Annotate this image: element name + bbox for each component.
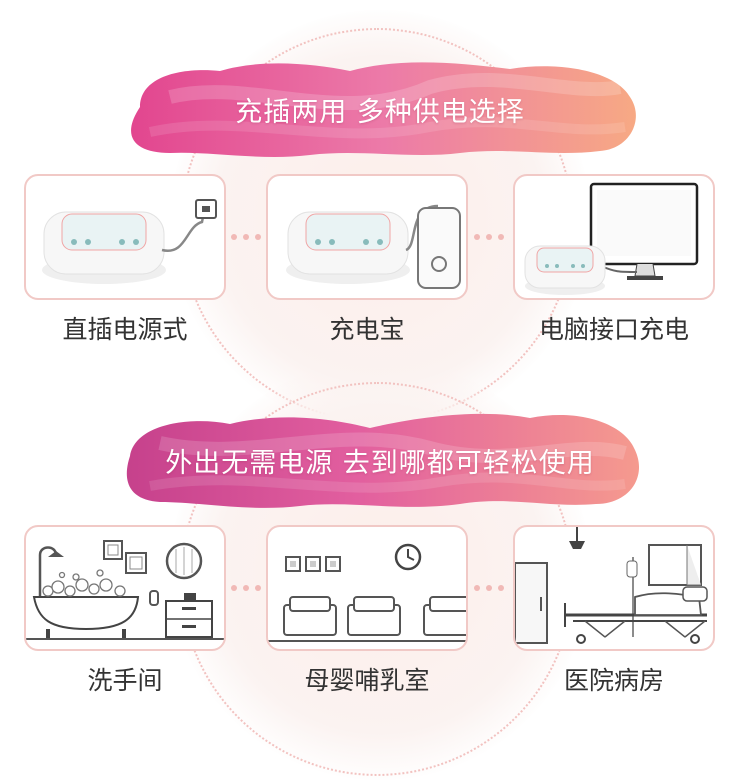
- card-hospital-ward: [513, 525, 715, 651]
- banner-title: 外出无需电源 去到哪都可轻松使用: [165, 447, 595, 479]
- card-label-power-bank: 充电宝: [329, 315, 405, 344]
- connector-dots: [474, 584, 504, 592]
- card-label-hospital-ward: 医院病房: [563, 666, 664, 695]
- connector-dots: [474, 233, 504, 241]
- card-power-bank: [266, 174, 468, 300]
- card-computer: [513, 174, 715, 300]
- card-wall-plug: [24, 174, 226, 300]
- banner-title: 充插两用 多种供电选择: [235, 96, 525, 128]
- wall-plug-device-icon: [42, 199, 217, 284]
- bathroom-icon: [26, 540, 224, 640]
- banner-cloud-shape: [126, 413, 640, 508]
- feature-banner-portable: 外出无需电源 去到哪都可轻松使用: [110, 408, 650, 512]
- card-label-nursing-room: 母婴哺乳室: [304, 666, 430, 695]
- card-label-wall-plug: 直插电源式: [62, 315, 188, 344]
- banner-cloud-shape: [131, 62, 636, 157]
- card-nursing-room: [266, 525, 468, 651]
- hospital-ward-icon: [515, 527, 708, 644]
- connector-dots: [231, 584, 261, 592]
- connector-dots: [231, 233, 261, 241]
- feature-banner-power: 充插两用 多种供电选择: [110, 57, 650, 161]
- card-label-computer: 电脑接口充电: [538, 315, 689, 344]
- power-bank-device-icon: [286, 204, 461, 289]
- nursing-room-icon: [268, 543, 466, 642]
- card-label-bathroom: 洗手间: [87, 666, 163, 695]
- computer-device-icon: [524, 182, 699, 295]
- card-bathroom: [24, 525, 226, 651]
